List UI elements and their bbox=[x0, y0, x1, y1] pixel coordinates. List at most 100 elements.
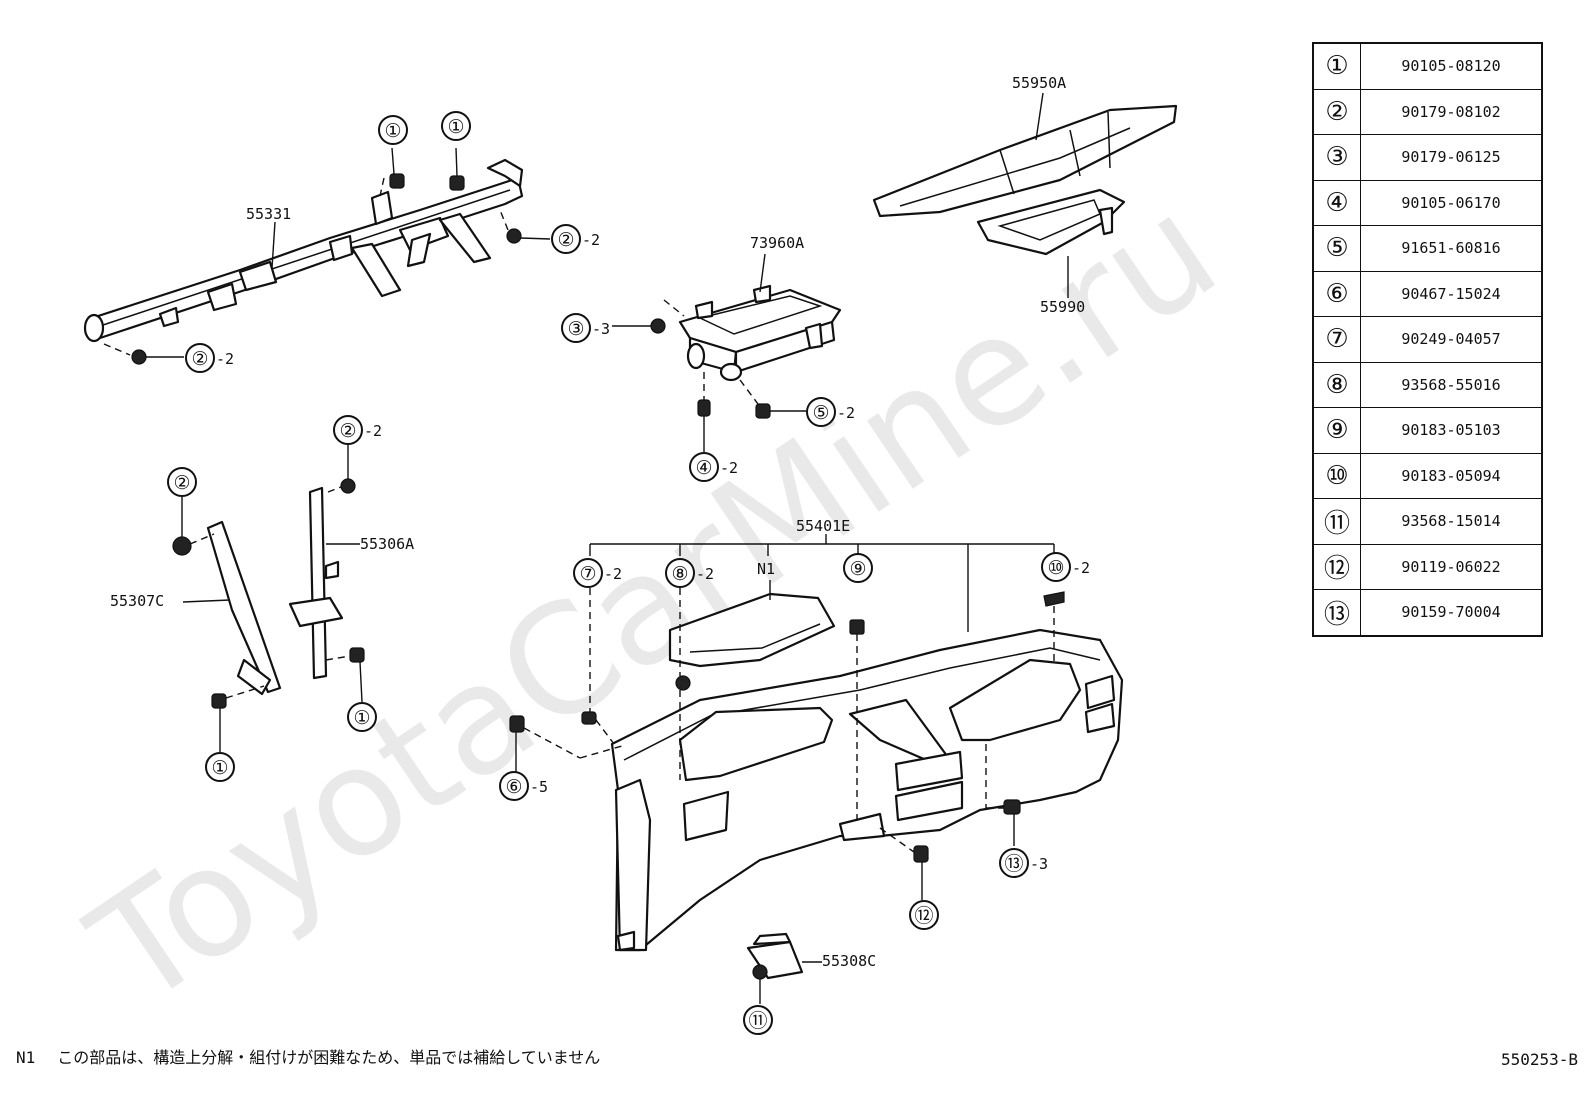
callout: ④-2 bbox=[689, 452, 738, 482]
callout: ③ -3 bbox=[561, 313, 610, 343]
callout: ⑫ bbox=[909, 900, 939, 930]
legend-ref-number: ④ bbox=[1312, 179, 1361, 226]
legend-part-number: 90179-08102 bbox=[1360, 88, 1543, 135]
svg-text:-2: -2 bbox=[582, 231, 600, 249]
clip-icon bbox=[509, 715, 525, 733]
clip-icon bbox=[1043, 591, 1065, 607]
label-55306A: 55306A bbox=[360, 535, 414, 553]
svg-text:⑨: ⑨ bbox=[849, 558, 866, 580]
callout: ① bbox=[347, 702, 377, 732]
callout: ⑨ bbox=[843, 553, 873, 583]
svg-text:②: ② bbox=[557, 229, 574, 251]
svg-text:①: ① bbox=[353, 707, 370, 729]
svg-text:④: ④ bbox=[695, 457, 712, 479]
label-55401E: 55401E bbox=[796, 517, 850, 535]
legend-part-number: 90159-70004 bbox=[1360, 589, 1543, 636]
nut-icon bbox=[131, 349, 147, 365]
callout: ① bbox=[378, 115, 408, 145]
defroster-duct-55990 bbox=[976, 188, 1126, 256]
legend-part-number: 90105-08120 bbox=[1360, 42, 1543, 90]
legend-ref-number: ② bbox=[1312, 88, 1361, 135]
legend-part-number: 90119-06022 bbox=[1360, 543, 1543, 590]
label-55307C: 55307C bbox=[110, 592, 164, 610]
legend-ref-number: ⑥ bbox=[1312, 270, 1361, 317]
legend-part-number: 91651-60816 bbox=[1360, 225, 1543, 272]
legend-ref-number: ③ bbox=[1312, 134, 1361, 181]
callout: ⑦-2 bbox=[573, 558, 622, 588]
bolt-icon bbox=[349, 647, 365, 663]
svg-text:-2: -2 bbox=[364, 422, 382, 440]
svg-text:②: ② bbox=[173, 472, 190, 494]
bolt-icon bbox=[1003, 799, 1021, 815]
reinforcement-55331 bbox=[83, 158, 524, 343]
svg-text:⑤: ⑤ bbox=[812, 402, 829, 424]
legend-part-number: 90183-05094 bbox=[1360, 452, 1543, 499]
label-55308C: 55308C bbox=[822, 952, 876, 970]
callout: ① bbox=[441, 111, 471, 141]
footnote-text: この部品は、構造上分解・組付けが困難なため、単品では補給していません bbox=[57, 1048, 601, 1067]
label-73960A: 73960A bbox=[750, 234, 804, 252]
diagram-code: 550253-B bbox=[1500, 1050, 1578, 1069]
bolt-icon bbox=[211, 693, 227, 709]
svg-text:-3: -3 bbox=[1030, 855, 1048, 873]
bolt-icon bbox=[697, 399, 711, 417]
legend-ref-number: ⑨ bbox=[1312, 407, 1361, 454]
svg-text:-2: -2 bbox=[837, 404, 855, 422]
legend-ref-number: ⑪ bbox=[1312, 498, 1361, 545]
svg-text:①: ① bbox=[447, 116, 464, 138]
bolt-icon bbox=[755, 403, 771, 419]
callout: ⑬-3 bbox=[999, 848, 1048, 878]
nut-icon bbox=[650, 318, 666, 334]
callout: ⑪ bbox=[743, 1005, 773, 1035]
footnote: N1 この部品は、構造上分解・組付けが困難なため、単品では補給していません bbox=[16, 1044, 600, 1068]
legend-part-number: 90249-04057 bbox=[1360, 316, 1543, 363]
label-55331: 55331 bbox=[246, 205, 291, 223]
legend-part-number: 90179-06125 bbox=[1360, 134, 1543, 181]
callout: ②-2 bbox=[333, 415, 382, 445]
bolt-icon bbox=[389, 173, 405, 189]
glove-box-door-N1 bbox=[668, 592, 836, 668]
svg-text:⑪: ⑪ bbox=[748, 1010, 767, 1032]
legend-part-number: 93568-55016 bbox=[1360, 361, 1543, 408]
svg-text:-3: -3 bbox=[592, 320, 610, 338]
legend-part-number: 90467-15024 bbox=[1360, 270, 1543, 317]
svg-text:-2: -2 bbox=[1072, 559, 1090, 577]
legend-ref-number: ⑤ bbox=[1312, 225, 1361, 272]
legend-ref-number: ⑦ bbox=[1312, 316, 1361, 363]
legend-ref-number: ⑬ bbox=[1312, 589, 1361, 636]
legend-ref-number: ① bbox=[1312, 42, 1361, 90]
callout: ②-2 bbox=[185, 343, 234, 373]
svg-text:③: ③ bbox=[567, 318, 584, 340]
callout: ① bbox=[205, 752, 235, 782]
footnote-ref: N1 bbox=[16, 1048, 36, 1067]
svg-text:-2: -2 bbox=[216, 350, 234, 368]
legend-ref-number: ⑧ bbox=[1312, 361, 1361, 408]
legend-part-number: 90183-05103 bbox=[1360, 407, 1543, 454]
instrument-panel-55401E bbox=[610, 628, 1124, 952]
label-N1: N1 bbox=[757, 560, 775, 578]
callout: ⑤ -2 bbox=[806, 397, 855, 427]
svg-text:⑧: ⑧ bbox=[671, 563, 688, 585]
legend-ref-number: ⑩ bbox=[1312, 452, 1361, 499]
svg-text:-2: -2 bbox=[604, 565, 622, 583]
svg-text:-2: -2 bbox=[696, 565, 714, 583]
callout: ⑥-5 bbox=[499, 771, 548, 801]
nut-icon bbox=[506, 228, 522, 244]
callout: ⑧ -2 bbox=[665, 558, 714, 588]
nut-icon bbox=[849, 619, 865, 635]
svg-text:-5: -5 bbox=[530, 778, 548, 796]
svg-text:⑩: ⑩ bbox=[1047, 557, 1064, 579]
legend-ref-number: ⑫ bbox=[1312, 543, 1361, 590]
